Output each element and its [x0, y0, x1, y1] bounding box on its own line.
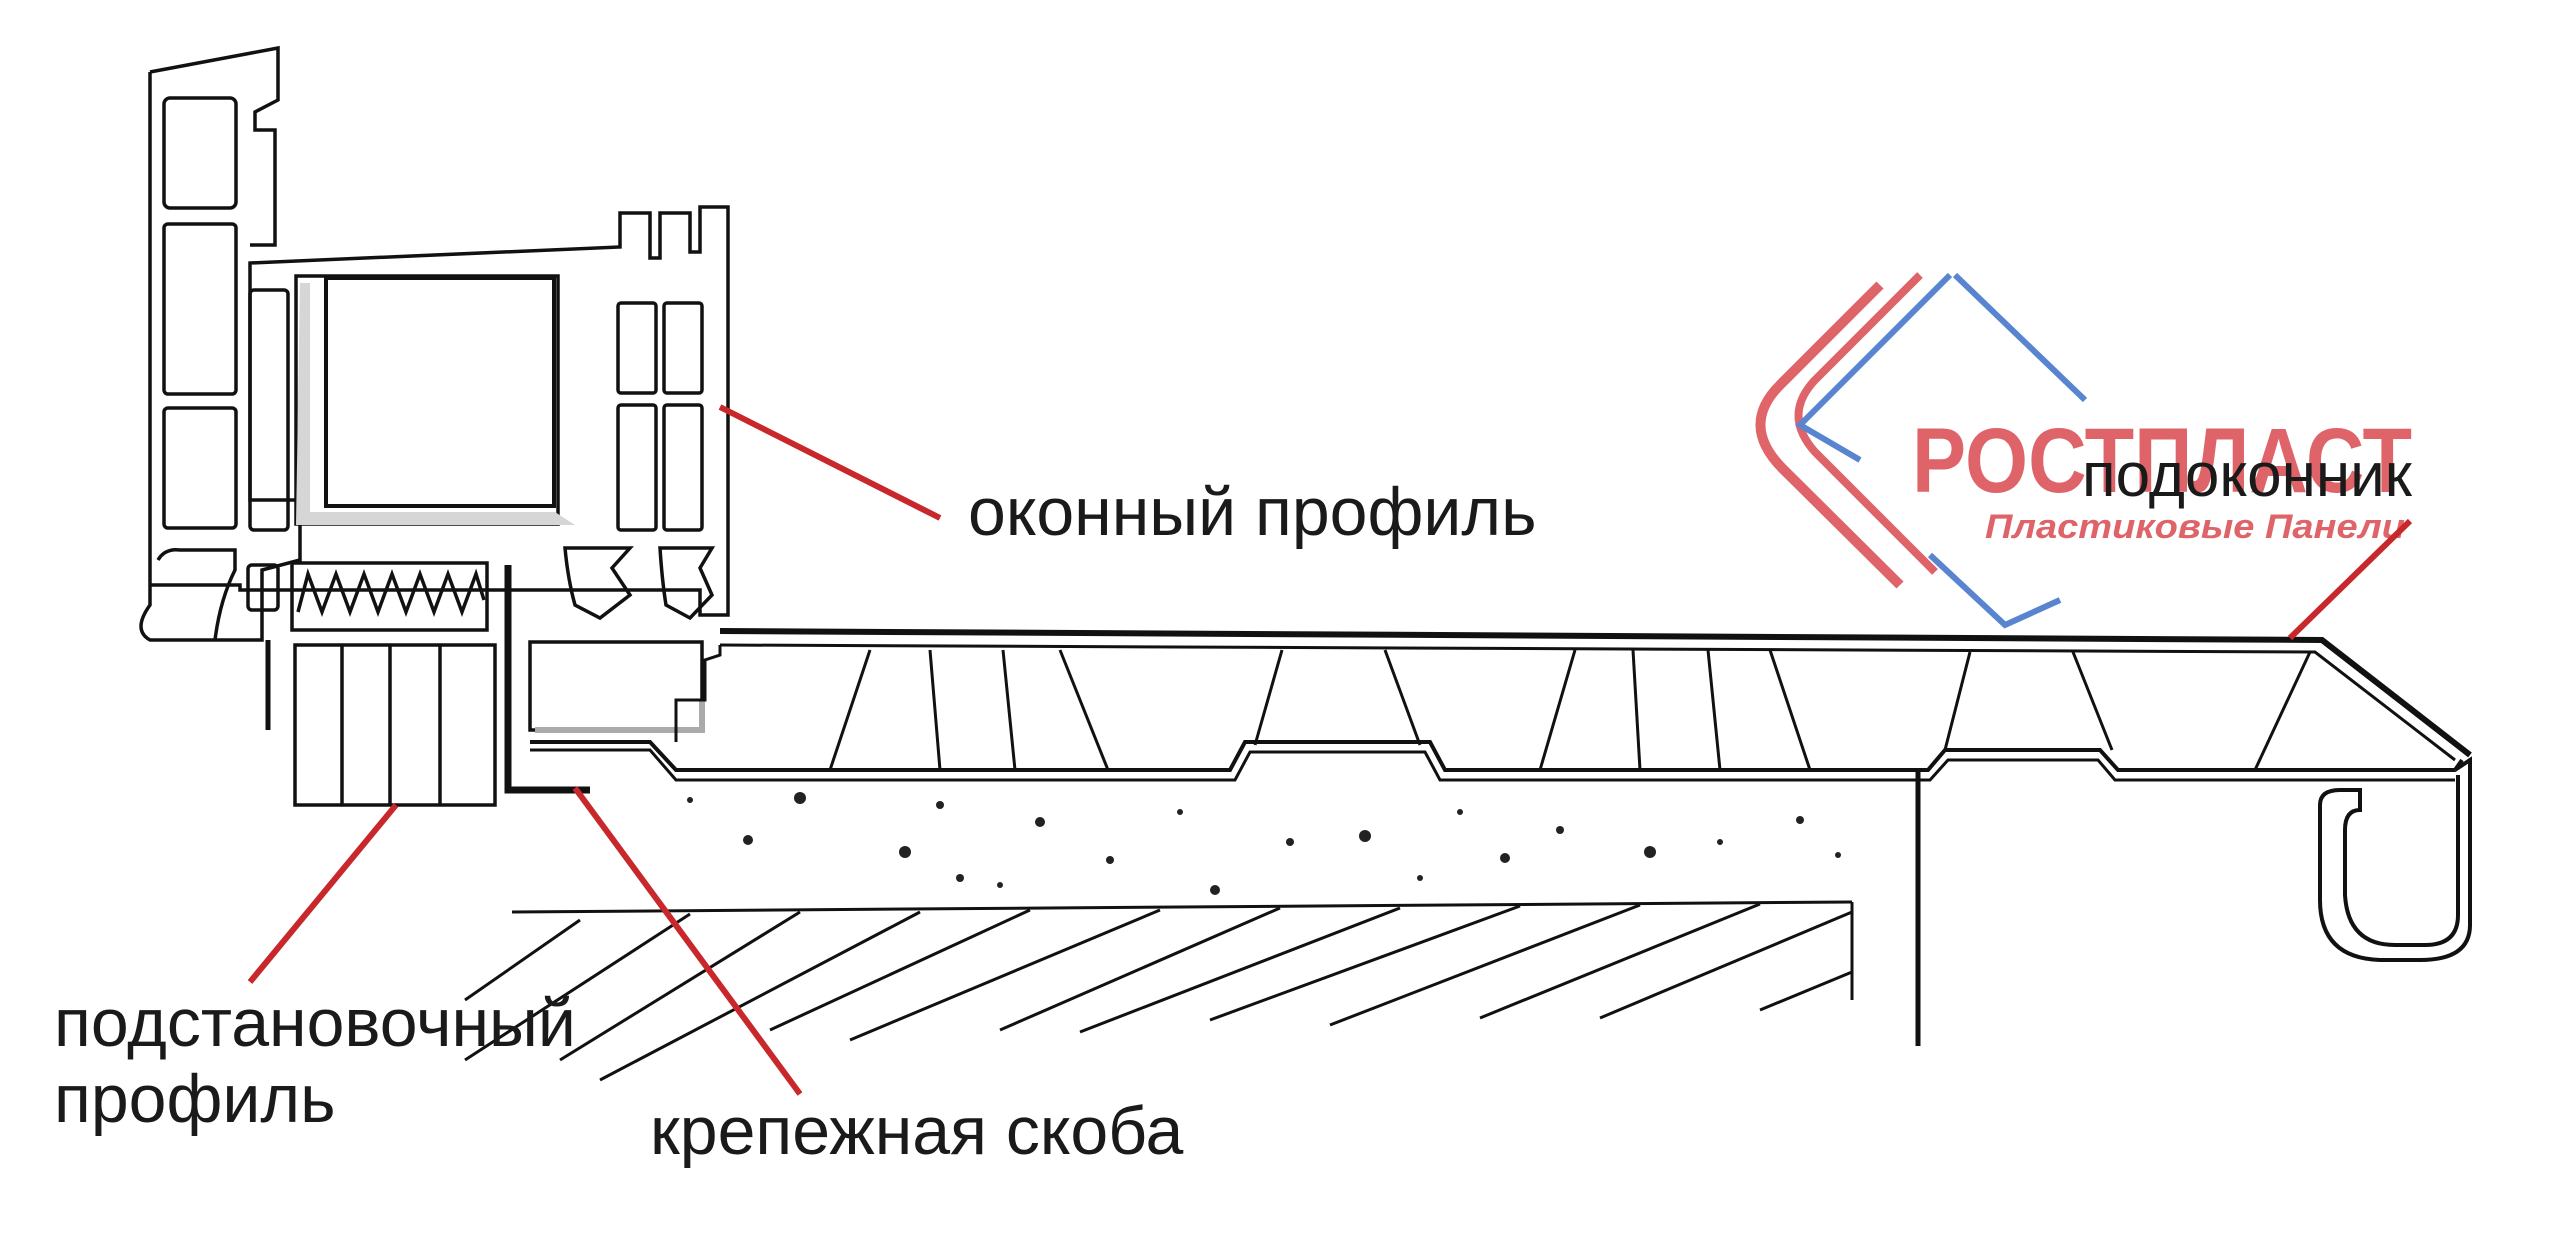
label-substitution-profile: подстановочный профиль — [54, 985, 576, 1137]
window-sill — [530, 628, 2472, 962]
leader-substitution-profile — [247, 803, 399, 984]
leader-window-profile — [718, 404, 942, 521]
substitution-profile — [293, 643, 497, 807]
label-substitution-profile-line2: профиль — [54, 1061, 336, 1138]
concrete-base — [464, 770, 1921, 1082]
window-profile — [139, 45, 730, 730]
leader-lines — [247, 404, 2413, 1096]
label-substitution-profile-line1: подстановочный — [54, 985, 576, 1061]
rostplast-logo: РОСТПЛАСТ Пластиковые Панели — [1755, 272, 2412, 629]
logo-subtext: Пластиковые Панели — [1985, 508, 2405, 546]
label-sill: подоконник — [2082, 441, 2412, 510]
logo-text: РОСТПЛАСТ — [1912, 410, 2412, 512]
label-window-profile: оконный профиль — [968, 474, 1537, 550]
leader-bracket — [572, 786, 803, 1096]
mounting-bracket — [504, 565, 705, 794]
leader-sill — [2287, 518, 2413, 641]
label-bracket: крепежная скоба — [650, 1093, 1184, 1169]
